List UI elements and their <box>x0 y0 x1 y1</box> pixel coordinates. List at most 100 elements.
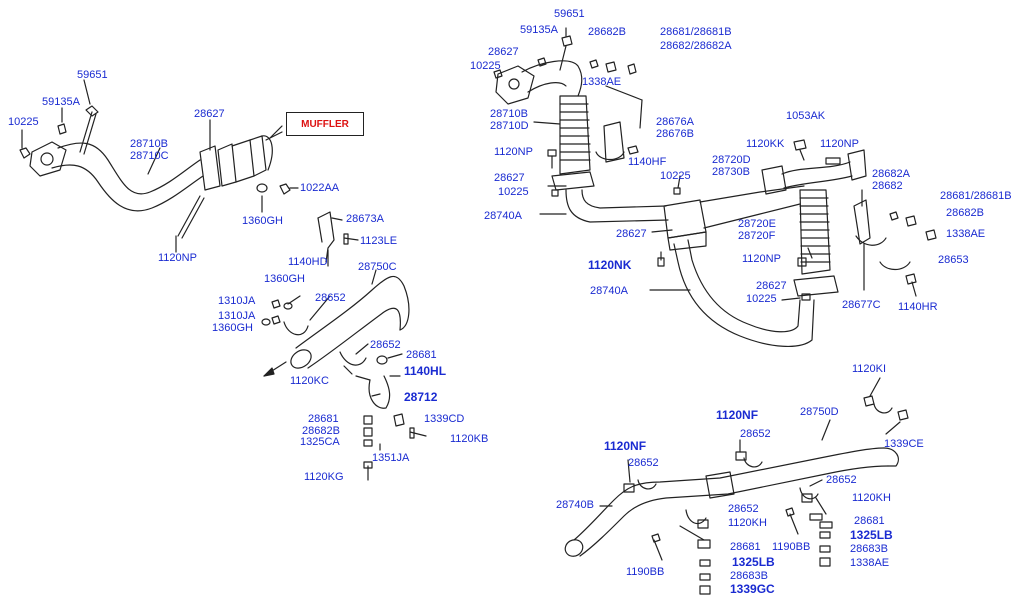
part-label-1123le[interactable]: 1123LE <box>360 235 398 247</box>
part-label-28652-d[interactable]: 28652 <box>628 457 659 469</box>
part-label-1120nf[interactable]: 1120NF <box>716 408 759 422</box>
part-label-1339cd[interactable]: 1339CD <box>424 413 465 425</box>
part-label-28681[interactable]: 28681 <box>406 349 437 361</box>
part-label-28710b[interactable]: 28710B <box>130 138 168 150</box>
part-label-1325lb[interactable]: 1325LB <box>850 528 893 542</box>
tail-pipe-assembly <box>564 377 909 595</box>
part-label-28730b[interactable]: 28730B <box>712 166 750 178</box>
part-label-28682b-c[interactable]: 28682B <box>946 207 984 219</box>
part-label-28682b[interactable]: 28682B <box>302 425 340 437</box>
part-label-1360gh-b[interactable]: 1360GH <box>264 273 305 285</box>
center-pipe-assembly <box>261 211 427 481</box>
part-label-1120kc[interactable]: 1120KC <box>290 375 329 387</box>
part-label-28681-d[interactable]: 28681 <box>730 541 761 553</box>
part-label-1190bb[interactable]: 1190BB <box>772 541 811 553</box>
part-label-1310ja[interactable]: 1310JA <box>218 295 256 307</box>
part-label-28653[interactable]: 28653 <box>938 254 969 266</box>
part-label-28652[interactable]: 28652 <box>315 292 346 304</box>
part-label-28710c[interactable]: 28710C <box>130 150 169 162</box>
dual-pipe-assembly <box>493 27 937 347</box>
part-label-28682[interactable]: 28682 <box>872 180 903 192</box>
part-label-28683b-b[interactable]: 28683B <box>730 570 768 582</box>
part-label-28740b[interactable]: 28740B <box>556 499 594 511</box>
part-label-1140hf[interactable]: 1140HF <box>628 156 667 168</box>
part-label-1339gc[interactable]: 1339GC <box>730 582 775 596</box>
part-label-28627-b[interactable]: 28627 <box>488 46 519 58</box>
part-label-28676a[interactable]: 28676A <box>656 116 694 128</box>
part-label-1120np-c[interactable]: 1120NP <box>820 138 859 150</box>
part-label-1120kb[interactable]: 1120KB <box>450 433 489 445</box>
part-label-1022aa[interactable]: 1022AA <box>300 182 340 194</box>
part-label-1351ja[interactable]: 1351JA <box>372 452 410 464</box>
part-label-28712[interactable]: 28712 <box>404 390 438 404</box>
part-label-28682a[interactable]: 28682A <box>872 168 910 180</box>
part-label-1339ce[interactable]: 1339CE <box>884 438 924 450</box>
part-label-1140hl[interactable]: 1140HL <box>404 364 447 378</box>
part-label-28750c[interactable]: 28750C <box>358 261 397 273</box>
part-label-1053ak[interactable]: 1053AK <box>786 110 826 122</box>
part-label-28673a[interactable]: 28673A <box>346 213 384 225</box>
part-label-10225-c[interactable]: 10225 <box>660 170 691 182</box>
front-pipe-body <box>57 142 201 195</box>
part-label-1120kk[interactable]: 1120KK <box>746 138 785 150</box>
part-label-28740a[interactable]: 28740A <box>484 210 522 222</box>
part-label-1360gh[interactable]: 1360GH <box>242 215 283 227</box>
part-label-59135a[interactable]: 59135A <box>42 96 80 108</box>
part-label-1120kg[interactable]: 1120KG <box>304 471 344 483</box>
part-label-1338ae[interactable]: 1338AE <box>582 76 622 88</box>
part-label-1120nf-b[interactable]: 1120NF <box>604 439 647 453</box>
tail-pipe-body <box>573 447 885 541</box>
part-label-1338ae-c[interactable]: 1338AE <box>850 557 890 569</box>
part-label-1120np-b[interactable]: 1120NP <box>494 146 533 158</box>
part-label-28652-f[interactable]: 28652 <box>728 503 759 515</box>
part-label-1190bb-b[interactable]: 1190BB <box>626 566 665 578</box>
part-label-28627-d[interactable]: 28627 <box>616 228 647 240</box>
part-label-28720d[interactable]: 28720D <box>712 154 751 166</box>
part-label-28652-e[interactable]: 28652 <box>826 474 857 486</box>
part-label-28681-28681b-b[interactable]: 28681/28681B <box>940 190 1012 202</box>
part-label-1140hr[interactable]: 1140HR <box>898 301 938 313</box>
part-label-10225-b[interactable]: 10225 <box>470 60 501 72</box>
part-label-28652-c[interactable]: 28652 <box>740 428 771 440</box>
part-label-1140hd[interactable]: 1140HD <box>288 256 328 268</box>
part-label-28677c[interactable]: 28677C <box>842 299 881 311</box>
part-label-28627[interactable]: 28627 <box>194 108 225 120</box>
part-label-28627-c[interactable]: 28627 <box>494 172 525 184</box>
part-label-28683b[interactable]: 28683B <box>850 543 888 555</box>
part-label-59651-b[interactable]: 59651 <box>554 8 585 20</box>
part-label-1120kh-b[interactable]: 1120KH <box>728 517 767 529</box>
muffler-callout[interactable]: MUFFLER <box>286 112 364 136</box>
part-label-28682-28682a[interactable]: 28682/28682A <box>660 40 732 52</box>
part-label-1338ae-b[interactable]: 1338AE <box>946 228 986 240</box>
part-label-1120np-d[interactable]: 1120NP <box>742 253 781 265</box>
part-label-1325ca[interactable]: 1325CA <box>300 436 340 448</box>
part-label-28681-28681b[interactable]: 28681/28681B <box>660 26 732 38</box>
part-label-28681-b[interactable]: 28681 <box>308 413 339 425</box>
part-label-1120ki[interactable]: 1120KI <box>852 363 887 375</box>
part-label-1120kh[interactable]: 1120KH <box>852 492 891 504</box>
part-label-1360gh-c[interactable]: 1360GH <box>212 322 253 334</box>
front-pipe-flange <box>29 141 67 177</box>
part-label-59651[interactable]: 59651 <box>77 69 108 81</box>
part-label-28710b-b[interactable]: 28710B <box>490 108 528 120</box>
part-label-28652-b[interactable]: 28652 <box>370 339 401 351</box>
part-label-28720f[interactable]: 28720F <box>738 230 776 242</box>
part-label-28681-c[interactable]: 28681 <box>854 515 885 527</box>
part-label-10225-e[interactable]: 10225 <box>746 293 777 305</box>
part-label-28740a-b[interactable]: 28740A <box>590 285 628 297</box>
part-label-10225-d[interactable]: 10225 <box>498 186 529 198</box>
part-label-28676b[interactable]: 28676B <box>656 128 694 140</box>
part-label-1120np[interactable]: 1120NP <box>158 252 197 264</box>
part-label-10225[interactable]: 10225 <box>8 116 39 128</box>
part-label-28682b-b[interactable]: 28682B <box>588 26 626 38</box>
part-label-59135a-b[interactable]: 59135A <box>520 24 558 36</box>
part-label-28720e[interactable]: 28720E <box>738 218 776 230</box>
front-pipe-assembly <box>19 79 299 253</box>
part-label-28710d[interactable]: 28710D <box>490 120 529 132</box>
muffler-callout-label: MUFFLER <box>301 118 349 130</box>
part-label-28627-e[interactable]: 28627 <box>756 280 787 292</box>
part-label-28750d[interactable]: 28750D <box>800 406 839 418</box>
part-label-1325lb-b[interactable]: 1325LB <box>732 555 775 569</box>
part-label-1310ja-b[interactable]: 1310JA <box>218 310 256 322</box>
part-label-1120nk[interactable]: 1120NK <box>588 258 632 272</box>
